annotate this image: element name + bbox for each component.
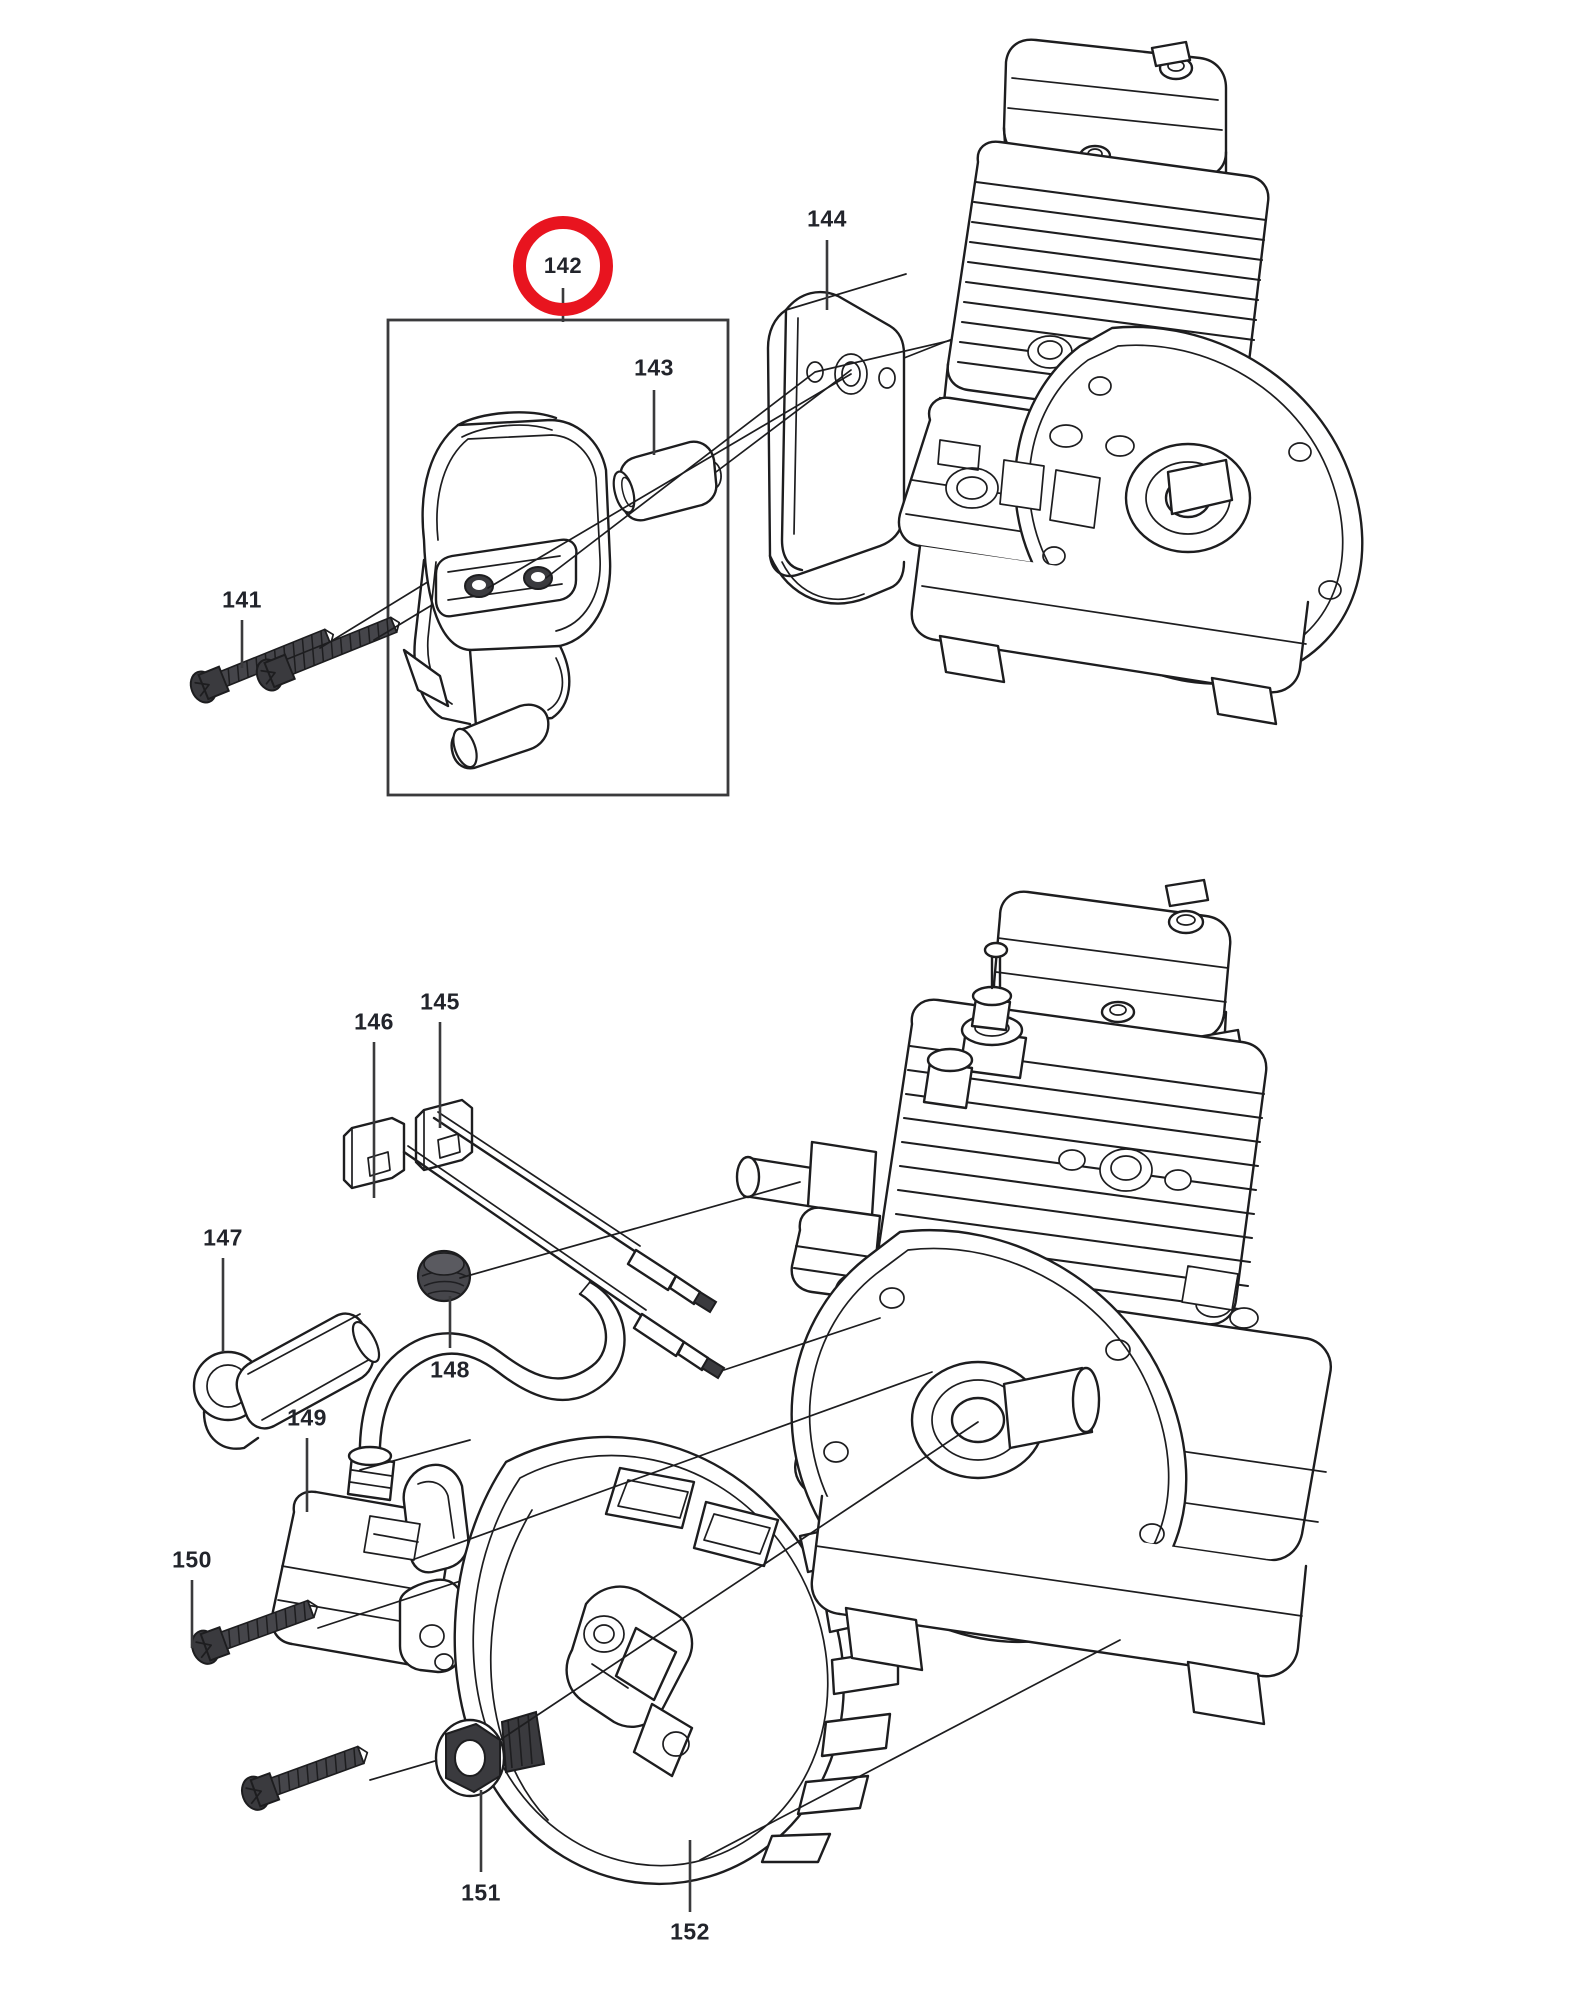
callout-label-146: 146: [354, 1008, 394, 1035]
engine-block-top: [897, 38, 1364, 726]
callout-label-151: 151: [461, 1879, 501, 1906]
callout-label-145: 145: [420, 988, 460, 1015]
part-145-throttle-rod: [402, 1111, 726, 1380]
part-143-pipe: [612, 440, 722, 522]
part-147-plug-cap: [192, 1312, 381, 1450]
callout-label-148: 148: [430, 1356, 470, 1383]
callout-label-152: 152: [670, 1918, 710, 1945]
part-148-grommet: [416, 1249, 472, 1303]
part-151-flywheel-nut: [434, 1710, 546, 1798]
callout-label-142: 142: [543, 253, 583, 278]
part-149-ignition-coil: [270, 1445, 470, 1674]
top-assembly-group: [189, 38, 1364, 797]
engine-block-bottom: [735, 878, 1332, 1726]
callout-label-150: 150: [172, 1546, 212, 1573]
assembly-reference-lines: [359, 1181, 1121, 1861]
callout-label-143: 143: [634, 354, 674, 381]
callout-label-141: 141: [222, 586, 262, 613]
part-150-coil-screws: [190, 1501, 701, 1811]
callout-label-149: 149: [287, 1404, 327, 1431]
rocker-assembly: [922, 941, 1028, 1110]
callout-label-147: 147: [203, 1224, 243, 1251]
group-box-142: [386, 318, 730, 797]
callout-label-144: 144: [807, 205, 847, 232]
bottom-assembly-group: [190, 878, 1332, 1886]
part-142-muffler: [402, 411, 612, 770]
part-146-clips: [342, 1098, 474, 1190]
